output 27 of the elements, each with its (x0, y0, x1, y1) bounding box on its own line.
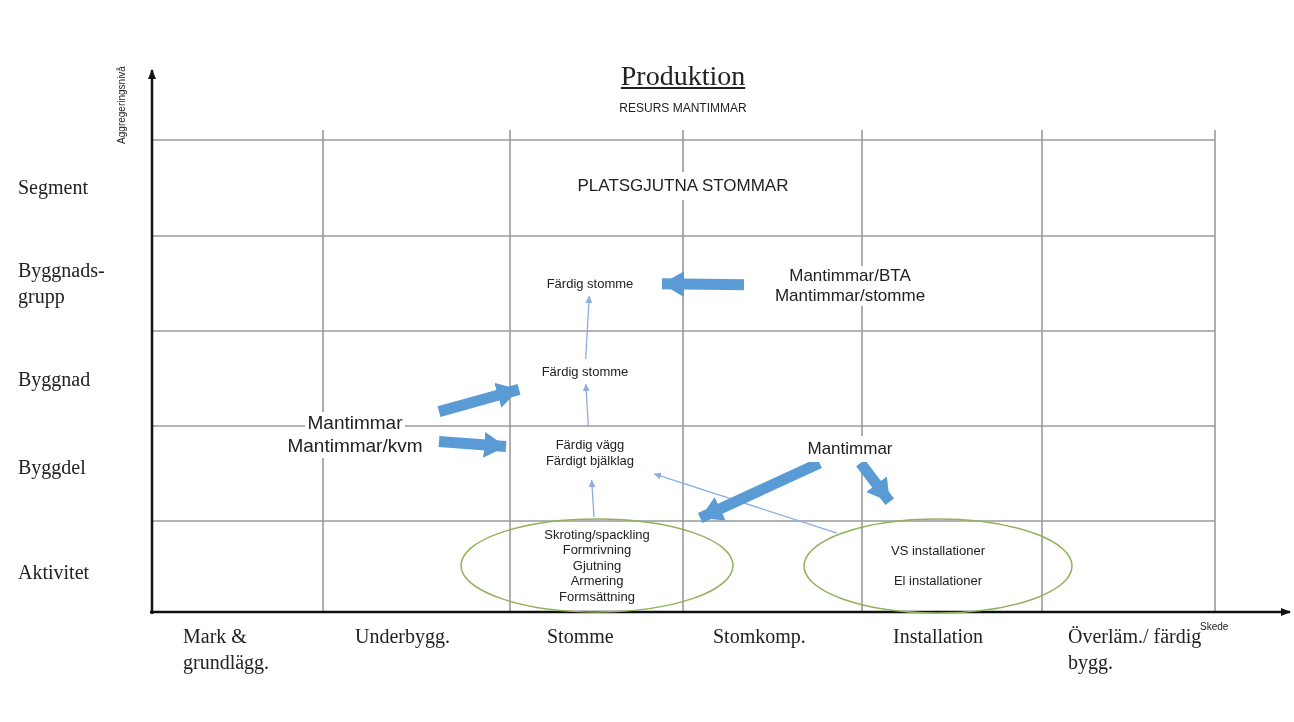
node-text: Färdig vägg (553, 437, 627, 453)
block-arrow (661, 271, 745, 298)
subtitle: RESURS MANTIMMAR (619, 101, 747, 117)
activity-text: Armering (568, 573, 626, 589)
arrow (585, 295, 593, 360)
activity-text: Formrivning (560, 542, 634, 558)
row-label: Byggdel (18, 455, 86, 480)
row-label: Aktivitet (18, 560, 90, 585)
row-label: Byggnad (18, 367, 91, 392)
block-arrow (438, 431, 507, 458)
block-arrow (437, 382, 521, 417)
row-label: Segment (18, 175, 88, 200)
arrow (588, 479, 596, 518)
column-label: Stomkomp. (713, 624, 806, 649)
column-label: Överläm./ färdig bygg. (1068, 625, 1202, 675)
column-label: Installation (893, 624, 983, 649)
axis-title: Aggregeringsnivå (114, 66, 128, 144)
column-label: Stomme (547, 624, 614, 649)
node-text: Mantimmar (305, 412, 405, 435)
row-label: Byggnads- grupp (18, 258, 106, 309)
node-text: Mantimmar/BTA (787, 265, 913, 286)
column-label: Mark & grundlägg. (183, 624, 271, 675)
arrow (582, 383, 590, 428)
column-label: Underbygg. (355, 624, 450, 649)
title: Produktion (620, 59, 746, 93)
arrow (653, 472, 838, 534)
axis-title: Skede (1200, 620, 1229, 632)
